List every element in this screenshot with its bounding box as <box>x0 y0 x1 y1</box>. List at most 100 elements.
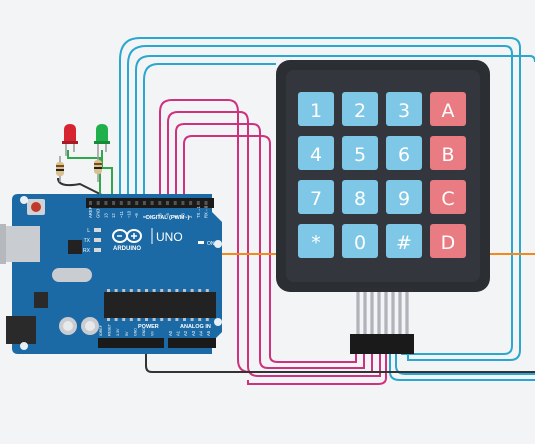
wire-green-1 <box>67 150 101 198</box>
analog-label: ANALOG IN <box>180 324 211 330</box>
digital-pin-label: 13 <box>103 213 108 218</box>
key-star[interactable]: * <box>298 224 334 258</box>
digital-pin-label: 8 <box>142 215 147 218</box>
key-C[interactable]: C <box>430 180 466 214</box>
status-led-icon <box>94 238 101 242</box>
power-pin-label: GND <box>133 328 137 336</box>
wire-green-2 <box>101 150 113 198</box>
regulator-chip <box>34 292 48 308</box>
key-label: 3 <box>398 100 410 122</box>
analog-pin-label: A3 <box>191 330 196 336</box>
key-label: 7 <box>310 188 322 210</box>
status-led-label: RX <box>83 248 91 254</box>
wire-cyan-1 <box>119 37 521 361</box>
resistor-1[interactable] <box>56 156 64 182</box>
led-red-body <box>64 124 76 142</box>
digital-header <box>86 198 214 208</box>
key-A[interactable]: A <box>430 92 466 126</box>
wire-magenta-2 <box>167 111 381 377</box>
key-4[interactable]: 4 <box>298 136 334 170</box>
keypad-connector <box>350 334 414 354</box>
crystal <box>52 268 92 282</box>
digital-pin-label: ~6 <box>157 213 162 218</box>
digital-pin-label: ~9 <box>134 213 139 218</box>
digital-pin-label: ~10 <box>127 210 132 218</box>
analog-pin-label: A4 <box>198 330 203 336</box>
key-label: * <box>311 232 321 254</box>
wire-magenta-1 <box>159 99 373 373</box>
analog-pin-label: A0 <box>168 330 173 336</box>
small-ic <box>68 240 82 254</box>
atmega-chip <box>104 292 216 318</box>
key-label: 9 <box>398 188 410 210</box>
key-label: 0 <box>354 232 366 254</box>
keypad-ribbon <box>356 292 409 334</box>
key-0[interactable]: 0 <box>342 224 378 258</box>
power-jack <box>6 316 36 344</box>
digital-pin-label: GND <box>96 209 101 218</box>
key-B[interactable]: B <box>430 136 466 170</box>
key-7[interactable]: 7 <box>298 180 334 214</box>
led-red[interactable] <box>62 124 78 156</box>
key-9[interactable]: 9 <box>386 180 422 214</box>
key-5[interactable]: 5 <box>342 136 378 170</box>
power-pin-label: GND <box>142 328 146 336</box>
key-label: 2 <box>354 100 366 122</box>
chip-legs <box>107 289 209 321</box>
key-label: 1 <box>310 100 322 122</box>
key-label: 8 <box>354 188 366 210</box>
key-label: 5 <box>354 144 366 166</box>
digital-pin-label: ~11 <box>119 211 124 218</box>
digital-pin-label: 7 <box>150 215 155 218</box>
key-3[interactable]: 3 <box>386 92 422 126</box>
wire-cyan-4 <box>143 63 276 198</box>
key-6[interactable]: 6 <box>386 136 422 170</box>
digital-pin-label: AREF <box>88 206 93 218</box>
key-8[interactable]: 8 <box>342 180 378 214</box>
analog-pin-label: A2 <box>183 330 188 336</box>
wire-cyan-3 <box>135 55 535 198</box>
key-label: B <box>441 144 454 166</box>
status-led-label: TX <box>84 238 91 244</box>
key-hash[interactable]: # <box>386 224 422 258</box>
led-green[interactable] <box>94 124 110 156</box>
power-pin-label: 3.3V <box>116 328 120 336</box>
digital-pin-label: 12 <box>111 213 116 218</box>
power-pin-label: IOREF <box>99 324 103 336</box>
key-label: 4 <box>310 144 322 166</box>
analog-header <box>168 338 216 348</box>
power-header <box>98 338 164 348</box>
digital-pin-label: RX←0 <box>204 205 209 218</box>
wire-cyan-5 <box>389 352 535 381</box>
on-led-icon <box>198 241 204 244</box>
wire-black-gnd <box>145 348 535 373</box>
model-label: UNO <box>156 230 183 244</box>
power-label: POWER <box>138 324 159 330</box>
analog-pin-label: A5 <box>206 330 211 336</box>
key-label: D <box>441 232 456 254</box>
key-1[interactable]: 1 <box>298 92 334 126</box>
digital-pin-holes <box>89 201 208 205</box>
wire-magenta-3 <box>175 123 365 369</box>
digital-pin-label: 4 <box>173 215 178 218</box>
on-label: ON <box>207 241 215 247</box>
key-2[interactable]: 2 <box>342 92 378 126</box>
digital-pin-label: ~5 <box>165 213 170 218</box>
arduino-logo-icon <box>112 229 142 243</box>
digital-pin-label: 2 <box>188 215 193 218</box>
brand-label: ARDUINO <box>113 246 141 252</box>
digital-pin-label: ~3 <box>180 213 185 218</box>
wire-cyan-2 <box>127 45 513 355</box>
status-led-icon <box>94 228 101 232</box>
key-D[interactable]: D <box>430 224 466 258</box>
resistor-2[interactable] <box>94 156 102 182</box>
key-label: 6 <box>398 144 410 166</box>
